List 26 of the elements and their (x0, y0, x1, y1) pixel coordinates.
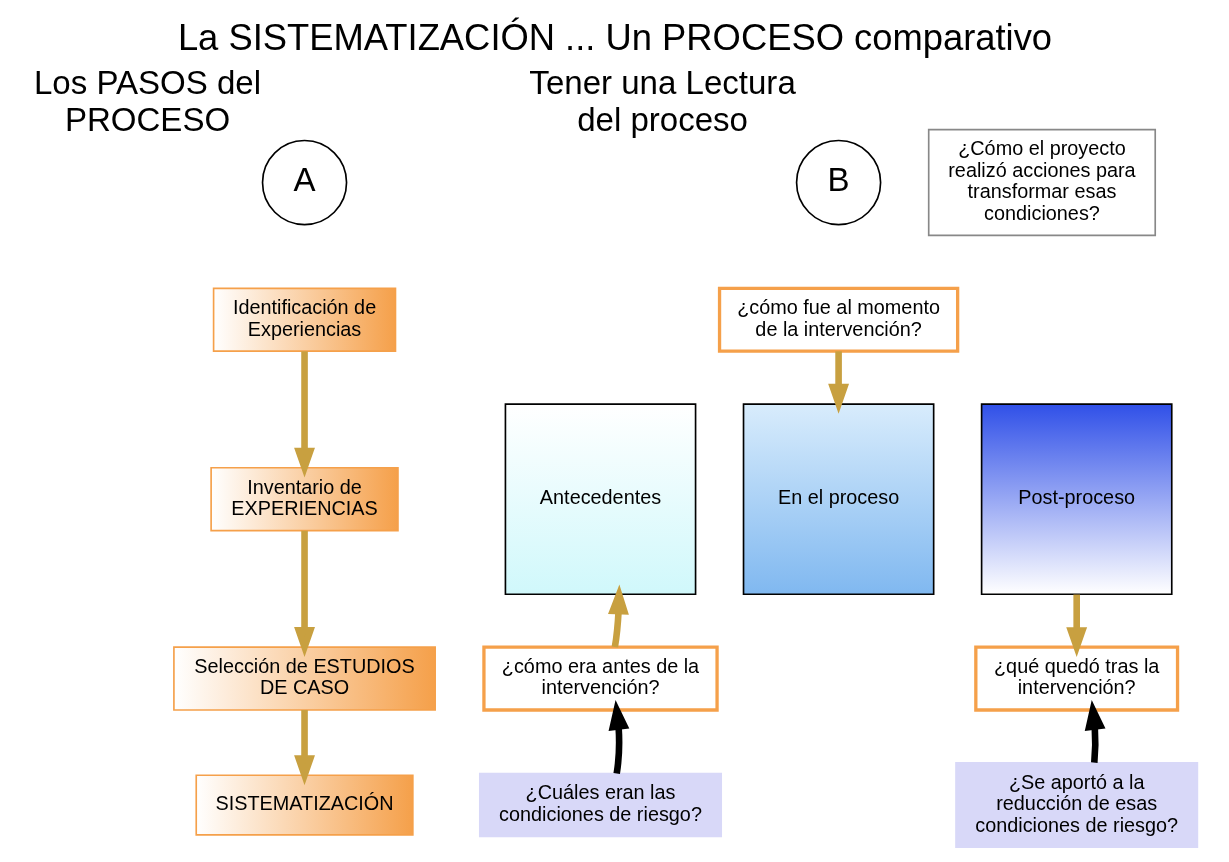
node-box: Selección de ESTUDIOS DE CASO (172, 646, 436, 711)
node-box: En el proceso (742, 403, 934, 596)
arrow (827, 351, 849, 414)
node-box: ¿Cómo el proyecto realizó acciones para transformar esas condiciones? (927, 128, 1156, 237)
arrow (1084, 700, 1105, 763)
node-box: ¿Cuáles eran las condiciones de riesgo? (478, 772, 722, 838)
node-box: ¿cómo fue al momento de la intervención? (717, 286, 959, 353)
node-box: Antecedentes (504, 403, 696, 596)
diagram-title: La SISTEMATIZACIÓN ... Un PROCESO comparativo (177, 17, 1052, 59)
arrow (1065, 594, 1087, 658)
node-box: Post-proceso (980, 403, 1173, 596)
node-box: Inventario de EXPERIENCIAS (209, 466, 399, 532)
arrow (293, 530, 315, 657)
arrow (293, 351, 315, 478)
node-label: Tener una Lectura del proceso (528, 64, 796, 138)
node-circle: B (795, 139, 881, 226)
arrow (293, 710, 315, 786)
node-label: Los PASOS del PROCESO (33, 64, 261, 138)
arrow (608, 700, 629, 774)
node-box: SISTEMATIZACIÓN (194, 774, 414, 836)
node-circle: A (261, 139, 347, 226)
node-box: Identificación de Experiencias (212, 287, 396, 352)
node-box: ¿qué quedó tras la intervención? (973, 645, 1179, 712)
node-box: ¿cómo era antes de la intervención? (481, 645, 719, 712)
arrow (607, 584, 629, 648)
node-box: ¿Se aportó a la reducción de esas condiciones de riesgo? (954, 762, 1198, 849)
